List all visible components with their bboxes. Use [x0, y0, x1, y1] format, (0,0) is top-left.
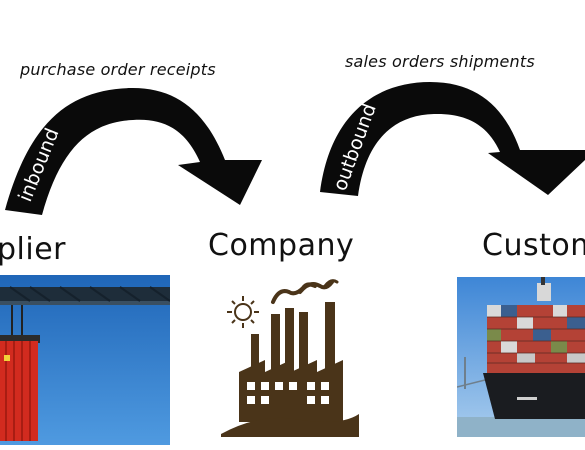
customer-label: Custom: [482, 228, 585, 263]
customer-image: [457, 277, 585, 437]
outbound-arrow: outbound: [320, 82, 585, 196]
inbound-arrow: inbound: [5, 87, 262, 215]
outbound-flow-caption: sales orders shipments: [345, 52, 535, 71]
inbound-flow-caption: purchase order receipts: [20, 60, 216, 79]
supplier-label: plier: [0, 232, 67, 267]
company-image: [215, 272, 360, 437]
supplier-image: [0, 275, 170, 445]
inbound-arrow-shape: [5, 87, 262, 215]
outbound-arrow-shape: [320, 82, 585, 196]
company-label: Company: [208, 228, 355, 263]
